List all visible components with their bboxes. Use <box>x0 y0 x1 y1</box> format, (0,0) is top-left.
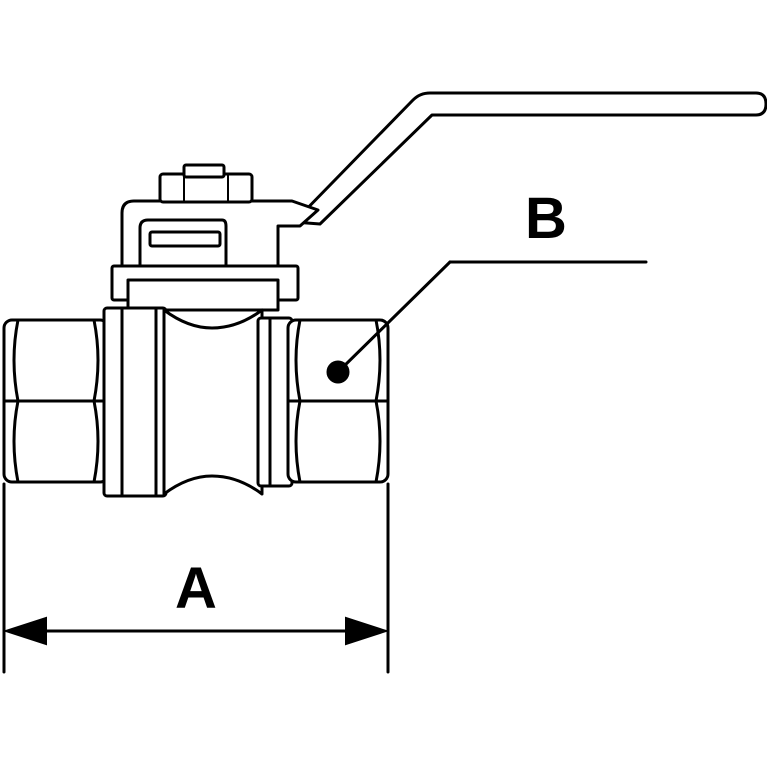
left-arrowhead <box>2 616 47 646</box>
dimension-extension-lines <box>2 482 390 674</box>
valve-center-body <box>162 308 264 496</box>
stem-nut <box>158 163 254 204</box>
thread-leader-line <box>326 260 648 384</box>
left-hex-end <box>2 318 110 484</box>
left-body-collar <box>102 306 168 498</box>
valve-lever-handle <box>292 91 767 226</box>
right-hex-end <box>286 318 390 484</box>
dimension-label-a: A <box>175 556 217 621</box>
thread-marker-dot <box>326 360 350 384</box>
thread-label-b: B <box>525 186 567 251</box>
right-arrowhead <box>345 616 390 646</box>
dimension-arrow-line <box>2 616 390 646</box>
valve-stem <box>110 230 300 312</box>
